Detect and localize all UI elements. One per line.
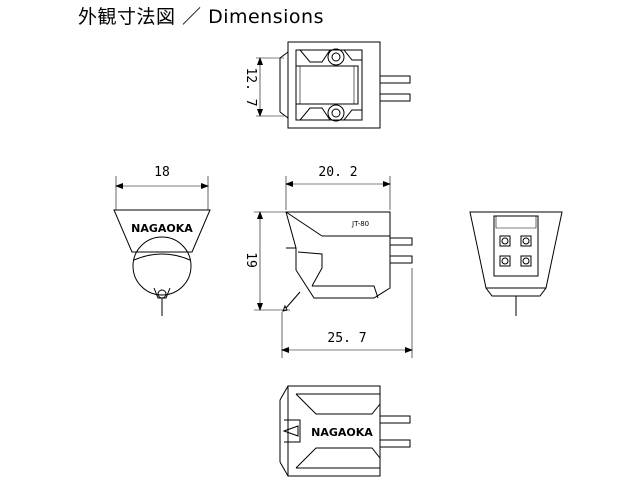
front-brand-logo: NAGAOKA	[131, 222, 193, 235]
rear-view-body	[469, 211, 563, 297]
bottom-view-pin	[379, 439, 411, 448]
dim-side-depth: 20. 2	[318, 165, 357, 180]
side-model-label: JT-80	[351, 220, 369, 228]
top-view-body	[287, 41, 381, 129]
rear-view-terminals	[499, 235, 532, 267]
bottom-view-stylus-tip	[282, 425, 299, 437]
top-view: 12. 7	[243, 41, 411, 129]
top-view-pin	[379, 75, 411, 84]
dim-top-height: 12. 7	[243, 67, 258, 106]
front-view: 18 NAGAOKA	[113, 165, 211, 316]
bottom-view-body	[287, 385, 381, 477]
top-view-lower-mount	[298, 104, 363, 122]
top-view-upper-mount	[298, 48, 363, 66]
side-view-body	[285, 211, 391, 299]
side-view: 20. 2 JT-80 19 25. 7	[243, 165, 413, 358]
side-view-pin	[389, 255, 413, 264]
dim-side-height: 19	[243, 252, 258, 268]
bottom-view: NAGAOKA	[279, 385, 411, 477]
dim-front-width: 18	[154, 165, 170, 180]
top-view-window	[295, 65, 359, 105]
front-view-stylus-guard	[132, 236, 192, 296]
side-view-cantilever	[285, 291, 301, 309]
rear-view	[469, 211, 563, 316]
rear-view-pin-plate	[493, 215, 539, 277]
dim-side-length: 25. 7	[327, 331, 366, 346]
bottom-brand-logo: NAGAOKA	[311, 426, 373, 439]
bottom-view-pin	[379, 415, 411, 424]
side-view-pin	[389, 237, 413, 246]
top-view-pin	[379, 93, 411, 102]
front-view-body	[113, 209, 211, 253]
page-title: 外観寸法図 ／ Dimensions	[78, 6, 324, 28]
